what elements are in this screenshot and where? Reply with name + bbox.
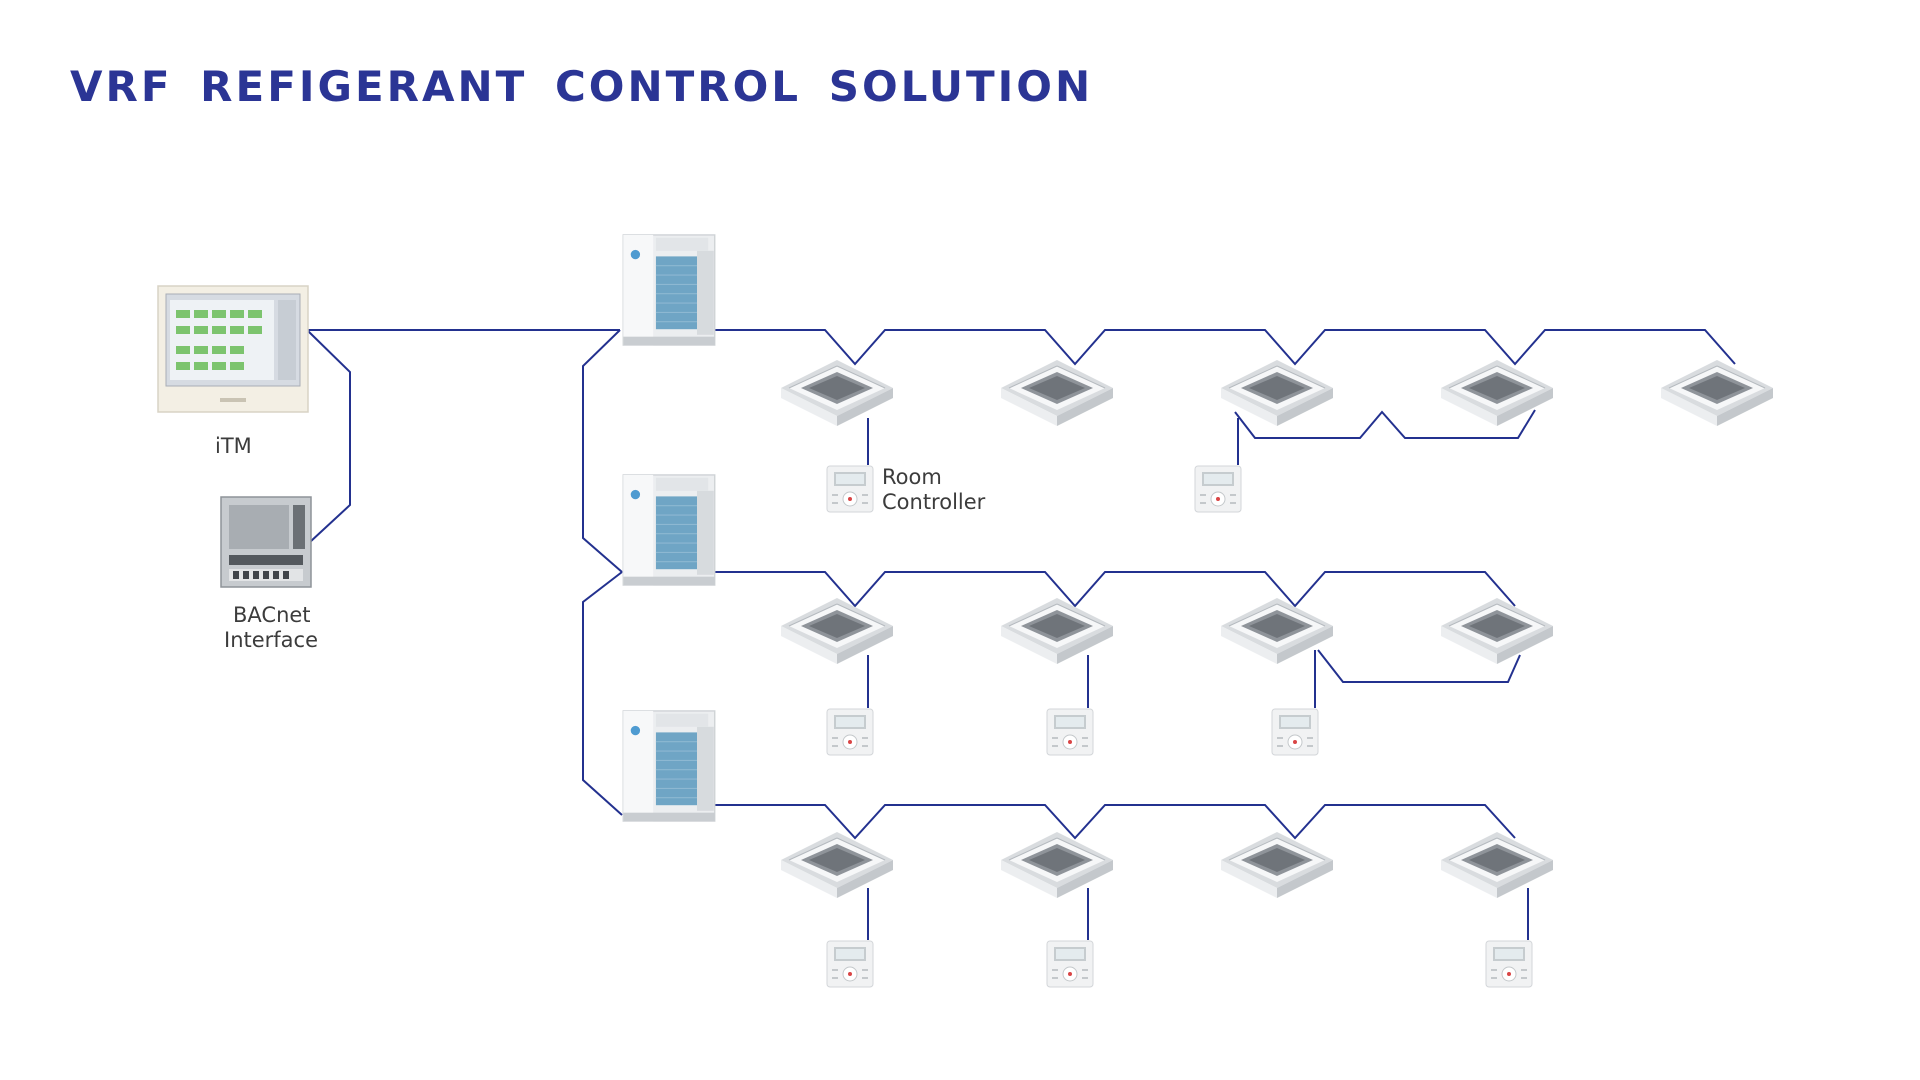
- wire-row2-main: [712, 571, 1516, 608]
- ceiling-cassette-icon: [780, 831, 894, 899]
- wire-row1-main: [712, 329, 1736, 366]
- itm-label: iTM: [215, 434, 252, 458]
- room-controller-icon: [1194, 465, 1242, 513]
- wire-itm-bacnet: [306, 329, 351, 543]
- ceiling-cassette-icon: [1220, 831, 1334, 899]
- room-controller-icon: [1046, 708, 1094, 756]
- room-controller-label-line1: Room: [882, 465, 942, 489]
- room-controller-icon: [1046, 940, 1094, 988]
- wire-row1-loop: [1234, 409, 1536, 439]
- ceiling-cassette-icon: [1220, 597, 1334, 665]
- vrf-outdoor-unit-icon: [622, 234, 716, 346]
- room-controller-icon: [1271, 708, 1319, 756]
- room-controller-label-line2: Controller: [882, 490, 986, 514]
- wire-outdoor-backbone-a: [582, 329, 623, 573]
- ceiling-cassette-icon: [1440, 831, 1554, 899]
- ceiling-cassette-icon: [1000, 831, 1114, 899]
- wire-outdoor-backbone-b: [582, 571, 623, 816]
- room-controller-icon: [826, 940, 874, 988]
- vrf-outdoor-unit-icon: [622, 474, 716, 586]
- room-controller-icon: [826, 708, 874, 756]
- wire-row3-main: [712, 804, 1516, 840]
- ceiling-cassette-icon: [1440, 359, 1554, 427]
- bacnet-gateway-icon: [220, 496, 312, 588]
- ceiling-cassette-icon: [780, 359, 894, 427]
- page-title: VRF REFIGERANT CONTROL SOLUTION: [70, 62, 1094, 111]
- ceiling-cassette-icon: [1000, 597, 1114, 665]
- bacnet-label-line2: Interface: [224, 628, 318, 652]
- vrf-outdoor-unit-icon: [622, 710, 716, 822]
- touchscreen-controller-icon: [157, 285, 309, 413]
- room-controller-icon: [1485, 940, 1533, 988]
- ceiling-cassette-icon: [1660, 359, 1774, 427]
- ceiling-cassette-icon: [1440, 597, 1554, 665]
- room-controller-icon: [826, 465, 874, 513]
- wire-row2-loop: [1317, 649, 1521, 683]
- bacnet-label-line1: BACnet: [233, 603, 311, 627]
- wiring: [306, 329, 1736, 940]
- ceiling-cassette-icon: [780, 597, 894, 665]
- ceiling-cassette-icon: [1000, 359, 1114, 427]
